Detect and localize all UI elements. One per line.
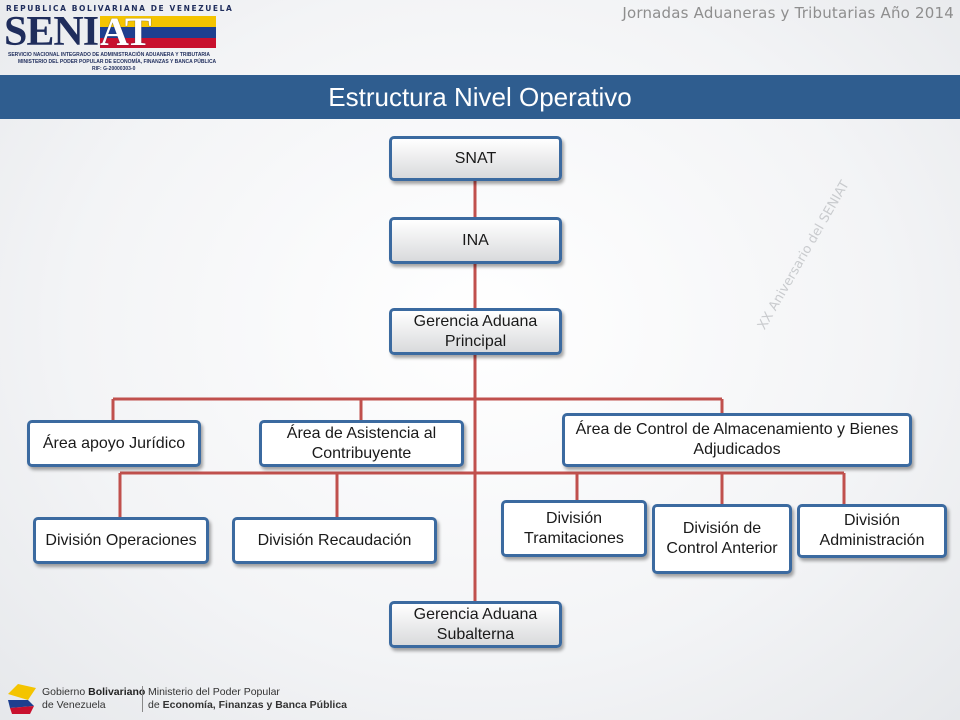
footer-ministerio-line1: Ministerio del Poder Popular: [148, 686, 280, 698]
logo-seni-text: SENI: [4, 9, 99, 55]
footer-gobierno-prefix: Gobierno: [42, 686, 89, 698]
logo-rif: RIF: G-20000303-0: [92, 66, 136, 72]
node-area-juridico: Área apoyo Jurídico: [27, 420, 201, 467]
footer-ministerio-prefix: de: [148, 699, 163, 711]
node-div-control-anterior: División de Control Anterior: [652, 504, 792, 574]
footer-ministerio-bold: Economía, Finanzas y Banca Pública: [162, 699, 348, 711]
node-gerencia-principal-label: Gerencia Aduana Principal: [413, 312, 538, 350]
node-area-juridico-label: Área apoyo Jurídico: [42, 434, 186, 452]
footer-gobierno-line2: de Venezuela: [42, 699, 106, 711]
node-ina-label: INA: [462, 231, 489, 249]
logo-at-text: AT: [100, 9, 152, 54]
seniat-logo: REPUBLICA BOLIVARIANA DE VENEZUELA SENI …: [4, 2, 232, 74]
logo-flag-block: AT: [100, 9, 216, 54]
node-snat-label: SNAT: [454, 149, 497, 167]
node-div-administracion-label: División Administración: [819, 512, 925, 549]
title-bar: Estructura Nivel Operativo: [0, 75, 960, 119]
node-ina: INA: [389, 217, 562, 264]
event-title: Jornadas Aduaneras y Tributarias Año 201…: [622, 4, 954, 22]
footer-ministerio-line2: de Economía, Finanzas y Banca Pública: [148, 699, 347, 711]
node-div-operaciones-label: División Operaciones: [45, 531, 197, 549]
node-div-operaciones: División Operaciones: [33, 517, 209, 564]
node-div-tramitaciones-label: División Tramitaciones: [524, 509, 624, 547]
node-div-administracion: División Administración: [797, 504, 947, 558]
node-snat: SNAT: [389, 136, 562, 181]
footer-separator: [142, 686, 143, 712]
node-gerencia-principal: Gerencia Aduana Principal: [389, 308, 562, 355]
node-gerencia-subalterna: Gerencia Aduana Subalterna: [389, 601, 562, 648]
node-div-recaudacion-label: División Recaudación: [257, 531, 412, 549]
node-div-control-anterior-label: División de Control Anterior: [666, 520, 778, 557]
footer: Gobierno Bolivariano de Venezuela Minist…: [0, 678, 400, 720]
footer-gobierno-bold: Bolivariano: [88, 686, 146, 698]
logo-subtitle-1: SERVICIO NACIONAL INTEGRADO DE ADMINISTR…: [8, 52, 211, 58]
node-div-tramitaciones: División Tramitaciones: [501, 500, 647, 557]
slide-title: Estructura Nivel Operativo: [328, 81, 632, 112]
footer-gobierno-line1: Gobierno Bolivariano: [42, 686, 145, 698]
logo-country-text: REPUBLICA BOLIVARIANA DE VENEZUELA: [6, 4, 234, 13]
node-area-almacenamiento: Área de Control de Almacenamiento y Bien…: [562, 413, 912, 467]
node-area-contribuyente-label: Área de Asistencia al Contribuyente: [286, 424, 437, 462]
node-div-recaudacion: División Recaudación: [232, 517, 437, 564]
logo-subtitle-2: MINISTERIO DEL PODER POPULAR DE ECONOMÍA…: [18, 59, 217, 65]
node-area-contribuyente: Área de Asistencia al Contribuyente: [259, 420, 464, 467]
node-gerencia-subalterna-label: Gerencia Aduana Subalterna: [413, 605, 538, 643]
node-area-almacenamiento-label: Área de Control de Almacenamiento y Bien…: [575, 421, 899, 458]
gobierno-flag-icon: [8, 684, 36, 714]
